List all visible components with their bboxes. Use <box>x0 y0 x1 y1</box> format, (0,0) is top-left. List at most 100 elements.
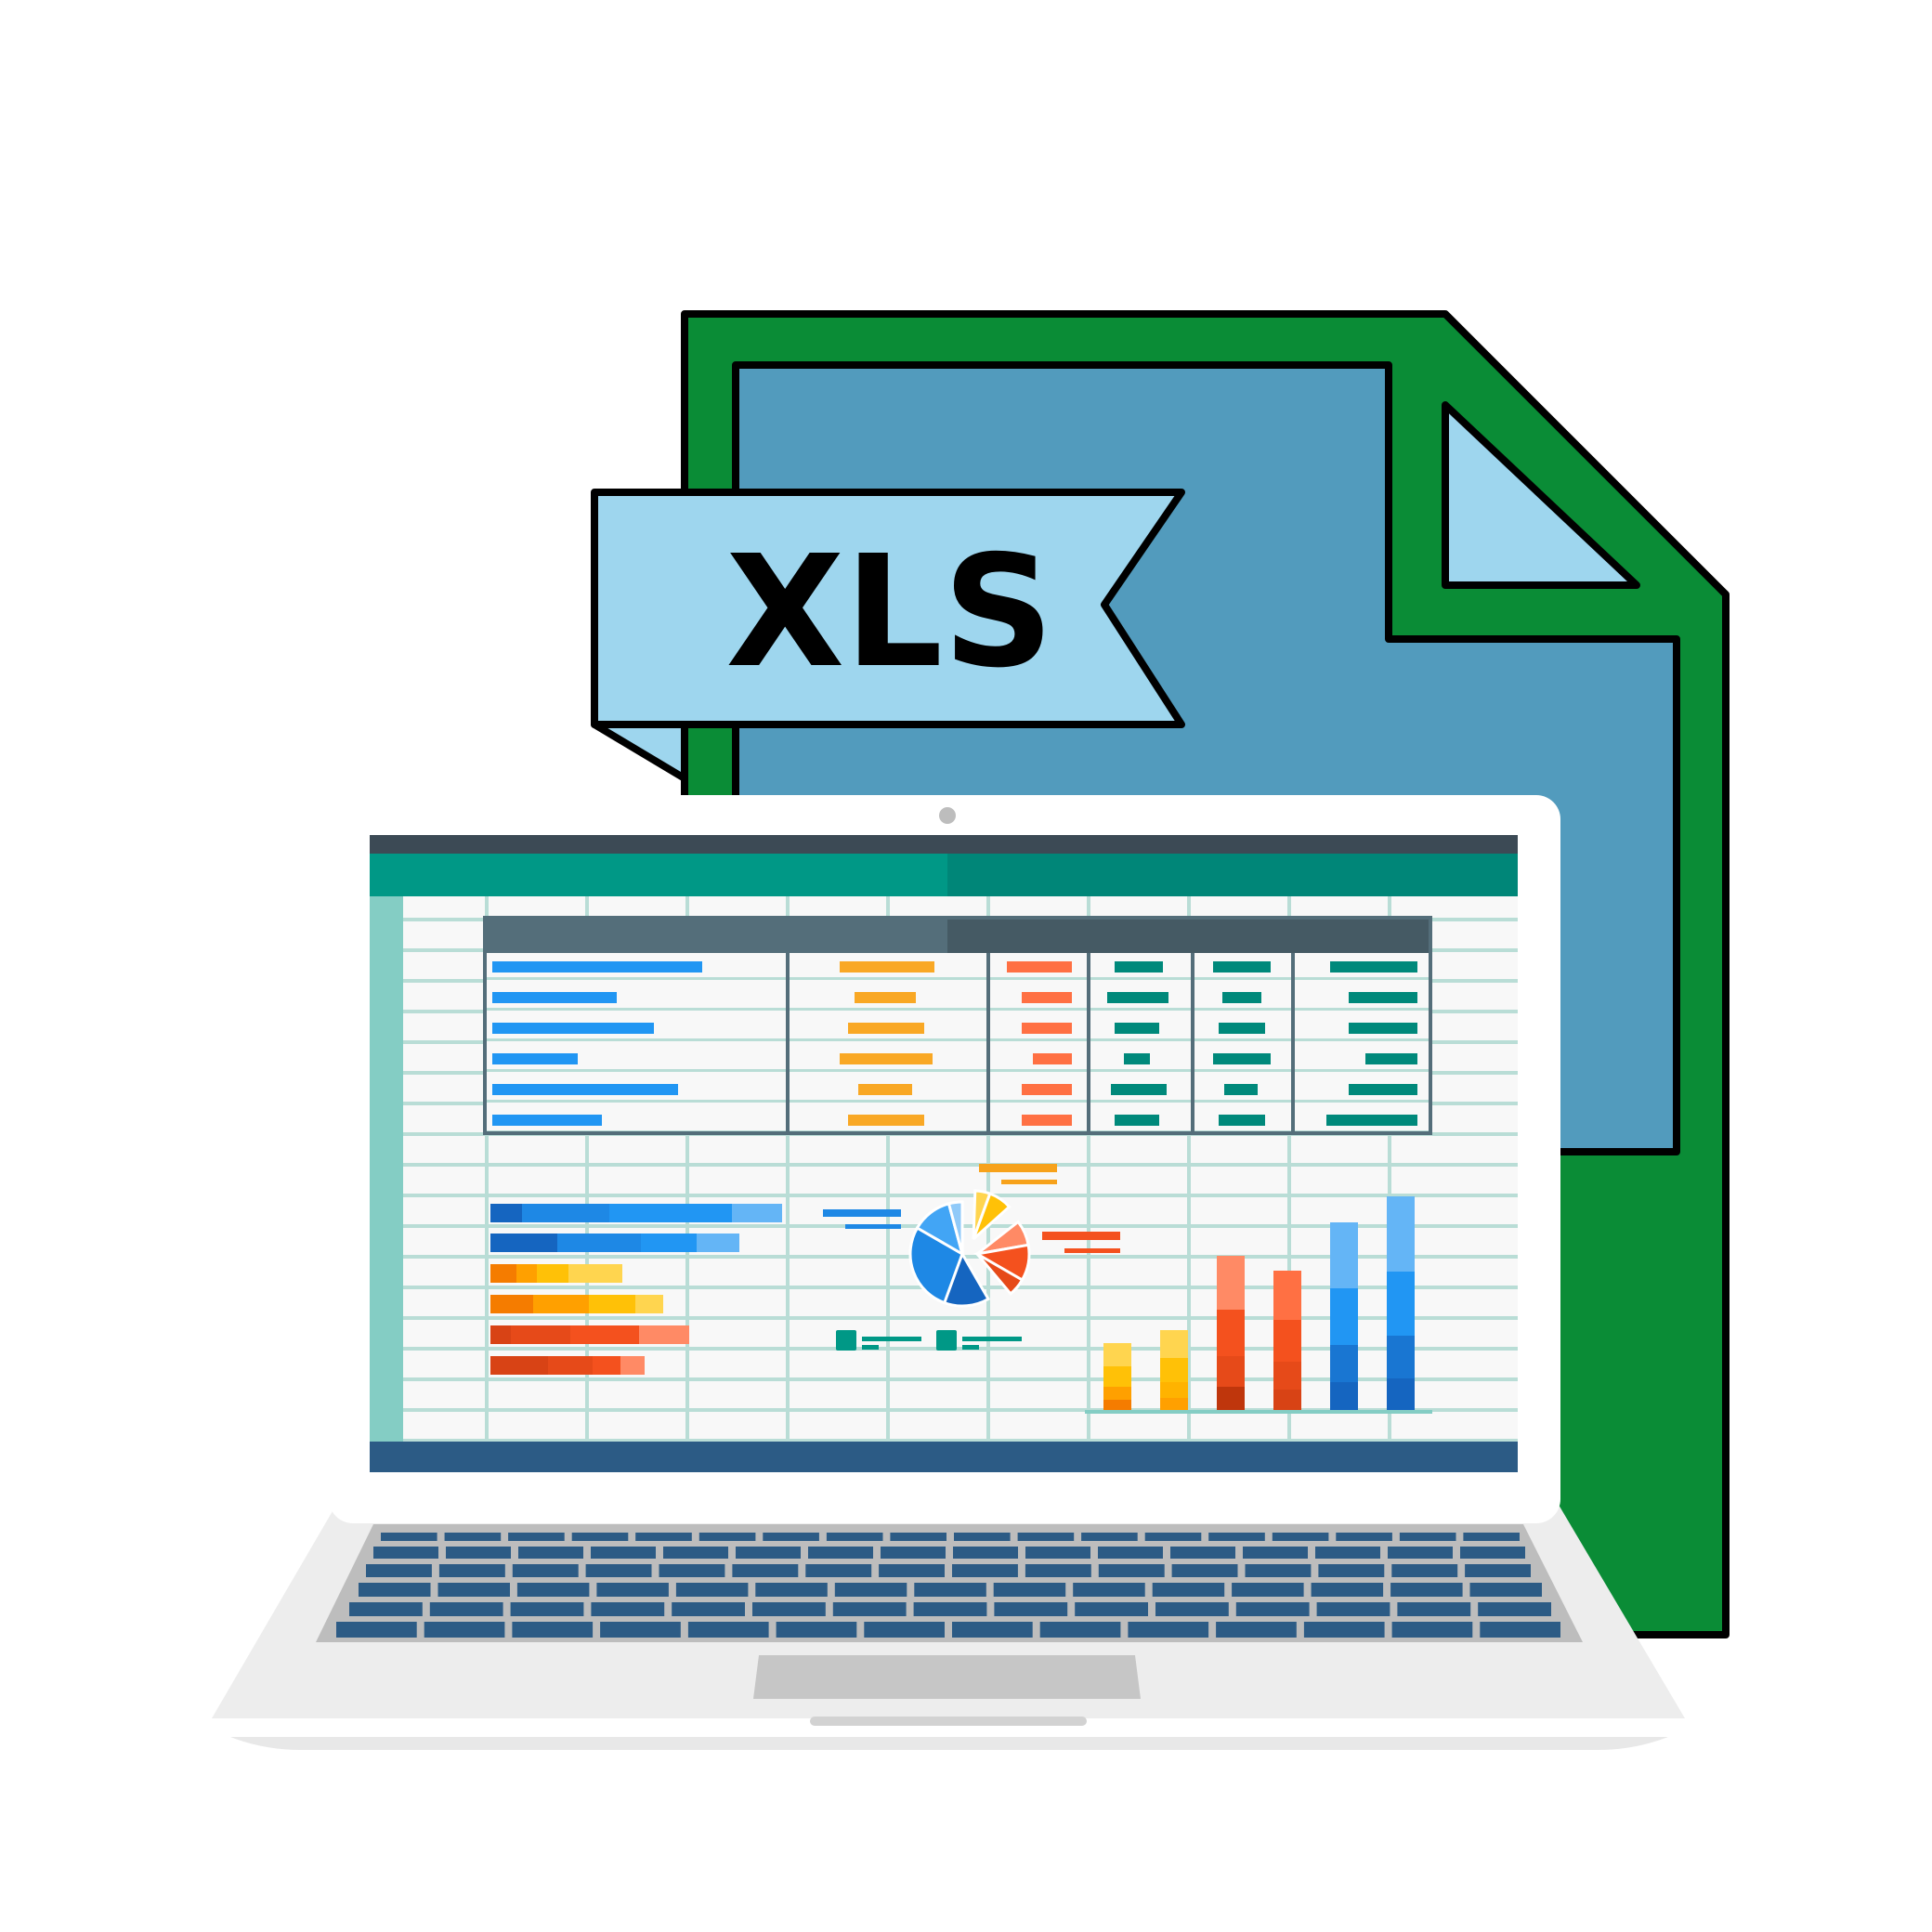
keyboard-key <box>953 1547 1018 1559</box>
bar-segment <box>1273 1362 1301 1390</box>
table-cell-bar <box>1022 1115 1072 1126</box>
table-cell-bar <box>840 1053 933 1064</box>
keyboard-key <box>1390 1583 1463 1597</box>
keyboard-key <box>675 1583 749 1597</box>
bar-segment <box>1160 1398 1188 1410</box>
keyboard-key <box>1316 1602 1390 1616</box>
ribbon-left <box>370 854 947 896</box>
keyboard-key <box>732 1564 799 1577</box>
keyboard-key <box>1098 1547 1163 1559</box>
keyboard-key <box>890 1533 946 1541</box>
table-cell-bar <box>1213 1053 1271 1064</box>
grid-column-line <box>585 896 589 1442</box>
keyboard-key <box>659 1564 725 1577</box>
bar-segment <box>1387 1196 1415 1272</box>
keyboard-key <box>1245 1564 1312 1577</box>
keyboard-key <box>1025 1564 1091 1577</box>
keyboard-key <box>672 1602 745 1616</box>
bar-segment <box>1103 1387 1131 1400</box>
keyboard-key <box>516 1583 590 1597</box>
keyboard-key <box>952 1622 1033 1638</box>
legend-line <box>1001 1180 1057 1184</box>
keyboard-key <box>512 1622 594 1638</box>
legend-line <box>862 1345 879 1350</box>
keyboard-key <box>687 1622 769 1638</box>
webcam-icon <box>939 807 956 824</box>
table-cell-bar <box>492 1023 654 1034</box>
grid-row-line <box>403 1163 1518 1167</box>
keyboard-key <box>336 1622 417 1638</box>
legend-line <box>979 1164 1057 1172</box>
bar-segment <box>1103 1400 1131 1410</box>
table-cell-bar <box>1222 992 1261 1003</box>
xls-label: XLS <box>725 523 1053 702</box>
grid-column-line <box>786 896 790 1442</box>
table-column-divider <box>1191 953 1194 1133</box>
table-column-divider <box>786 953 790 1133</box>
keyboard-key <box>585 1564 652 1577</box>
table-cell-bar <box>1213 961 1271 973</box>
keyboard-key <box>512 1564 579 1577</box>
bar-segment <box>1217 1356 1245 1387</box>
keyboard-key <box>1397 1602 1471 1616</box>
bar-segment <box>1273 1271 1301 1320</box>
stacked-bar-segment <box>593 1356 620 1375</box>
keyboard-key <box>349 1602 423 1616</box>
legend-line <box>962 1345 979 1350</box>
table-border <box>483 916 1432 1135</box>
table-column-divider <box>1087 953 1090 1133</box>
keyboard-key <box>993 1583 1066 1597</box>
legend-swatch <box>936 1330 957 1351</box>
chart-baseline <box>1085 1410 1432 1414</box>
keyboard-key <box>1025 1547 1090 1559</box>
bar-segment <box>1330 1288 1358 1345</box>
table-cell-bar <box>1224 1084 1258 1095</box>
keyboard-key <box>1155 1602 1229 1616</box>
ribbon-tail <box>591 721 688 782</box>
keyboard-key <box>776 1622 857 1638</box>
table-cell-bar <box>1330 961 1417 973</box>
keyboard-key <box>446 1547 511 1559</box>
table-row-line <box>485 1069 1430 1072</box>
screen <box>370 835 1518 1472</box>
table-cell-bar <box>1007 961 1072 973</box>
keyboard-key <box>834 1583 907 1597</box>
pie-slice <box>946 1200 964 1255</box>
table-cell-bar <box>855 992 916 1003</box>
keyboard-key <box>1391 1622 1473 1638</box>
keyboard-key <box>755 1583 828 1597</box>
stacked-bar-segment <box>557 1234 641 1252</box>
bar-segment <box>1217 1387 1245 1410</box>
table-cell-bar <box>1349 992 1417 1003</box>
keyboard-key <box>359 1583 431 1597</box>
bar-segment <box>1217 1310 1245 1356</box>
table-cell-bar <box>1107 992 1168 1003</box>
legend-swatch <box>836 1330 856 1351</box>
bar-segment <box>1387 1272 1415 1336</box>
grid-column-line <box>1388 896 1391 1442</box>
stacked-bar-segment <box>589 1295 635 1313</box>
bar-segment <box>1273 1320 1301 1362</box>
stacked-bar-chart <box>490 1204 782 1375</box>
ribbon-right <box>947 854 1518 896</box>
stacked-bar-segment <box>533 1295 589 1313</box>
keyboard-key <box>1073 1583 1145 1597</box>
keyboard-key <box>864 1622 945 1638</box>
keyboard-key <box>1243 1547 1308 1559</box>
stacked-bar-segment <box>516 1264 537 1283</box>
keyboard-key <box>508 1533 565 1541</box>
keyboard-key <box>698 1533 756 1541</box>
table-cell-bar <box>1115 1115 1159 1126</box>
keyboard-key <box>596 1583 669 1597</box>
grid-column-line <box>1087 896 1090 1442</box>
table-cell-bar <box>1349 1023 1417 1034</box>
table-column-divider <box>986 953 990 1133</box>
keyboard-key <box>1216 1622 1297 1638</box>
laptop-front-notch <box>810 1717 1087 1726</box>
keyboard-key <box>600 1622 681 1638</box>
stacked-bar-segment <box>568 1264 622 1283</box>
grid-row-line <box>403 1377 1518 1381</box>
bar-segment <box>1103 1366 1131 1387</box>
row-header-column <box>370 896 403 1442</box>
table-cell-bar <box>1326 1115 1417 1126</box>
